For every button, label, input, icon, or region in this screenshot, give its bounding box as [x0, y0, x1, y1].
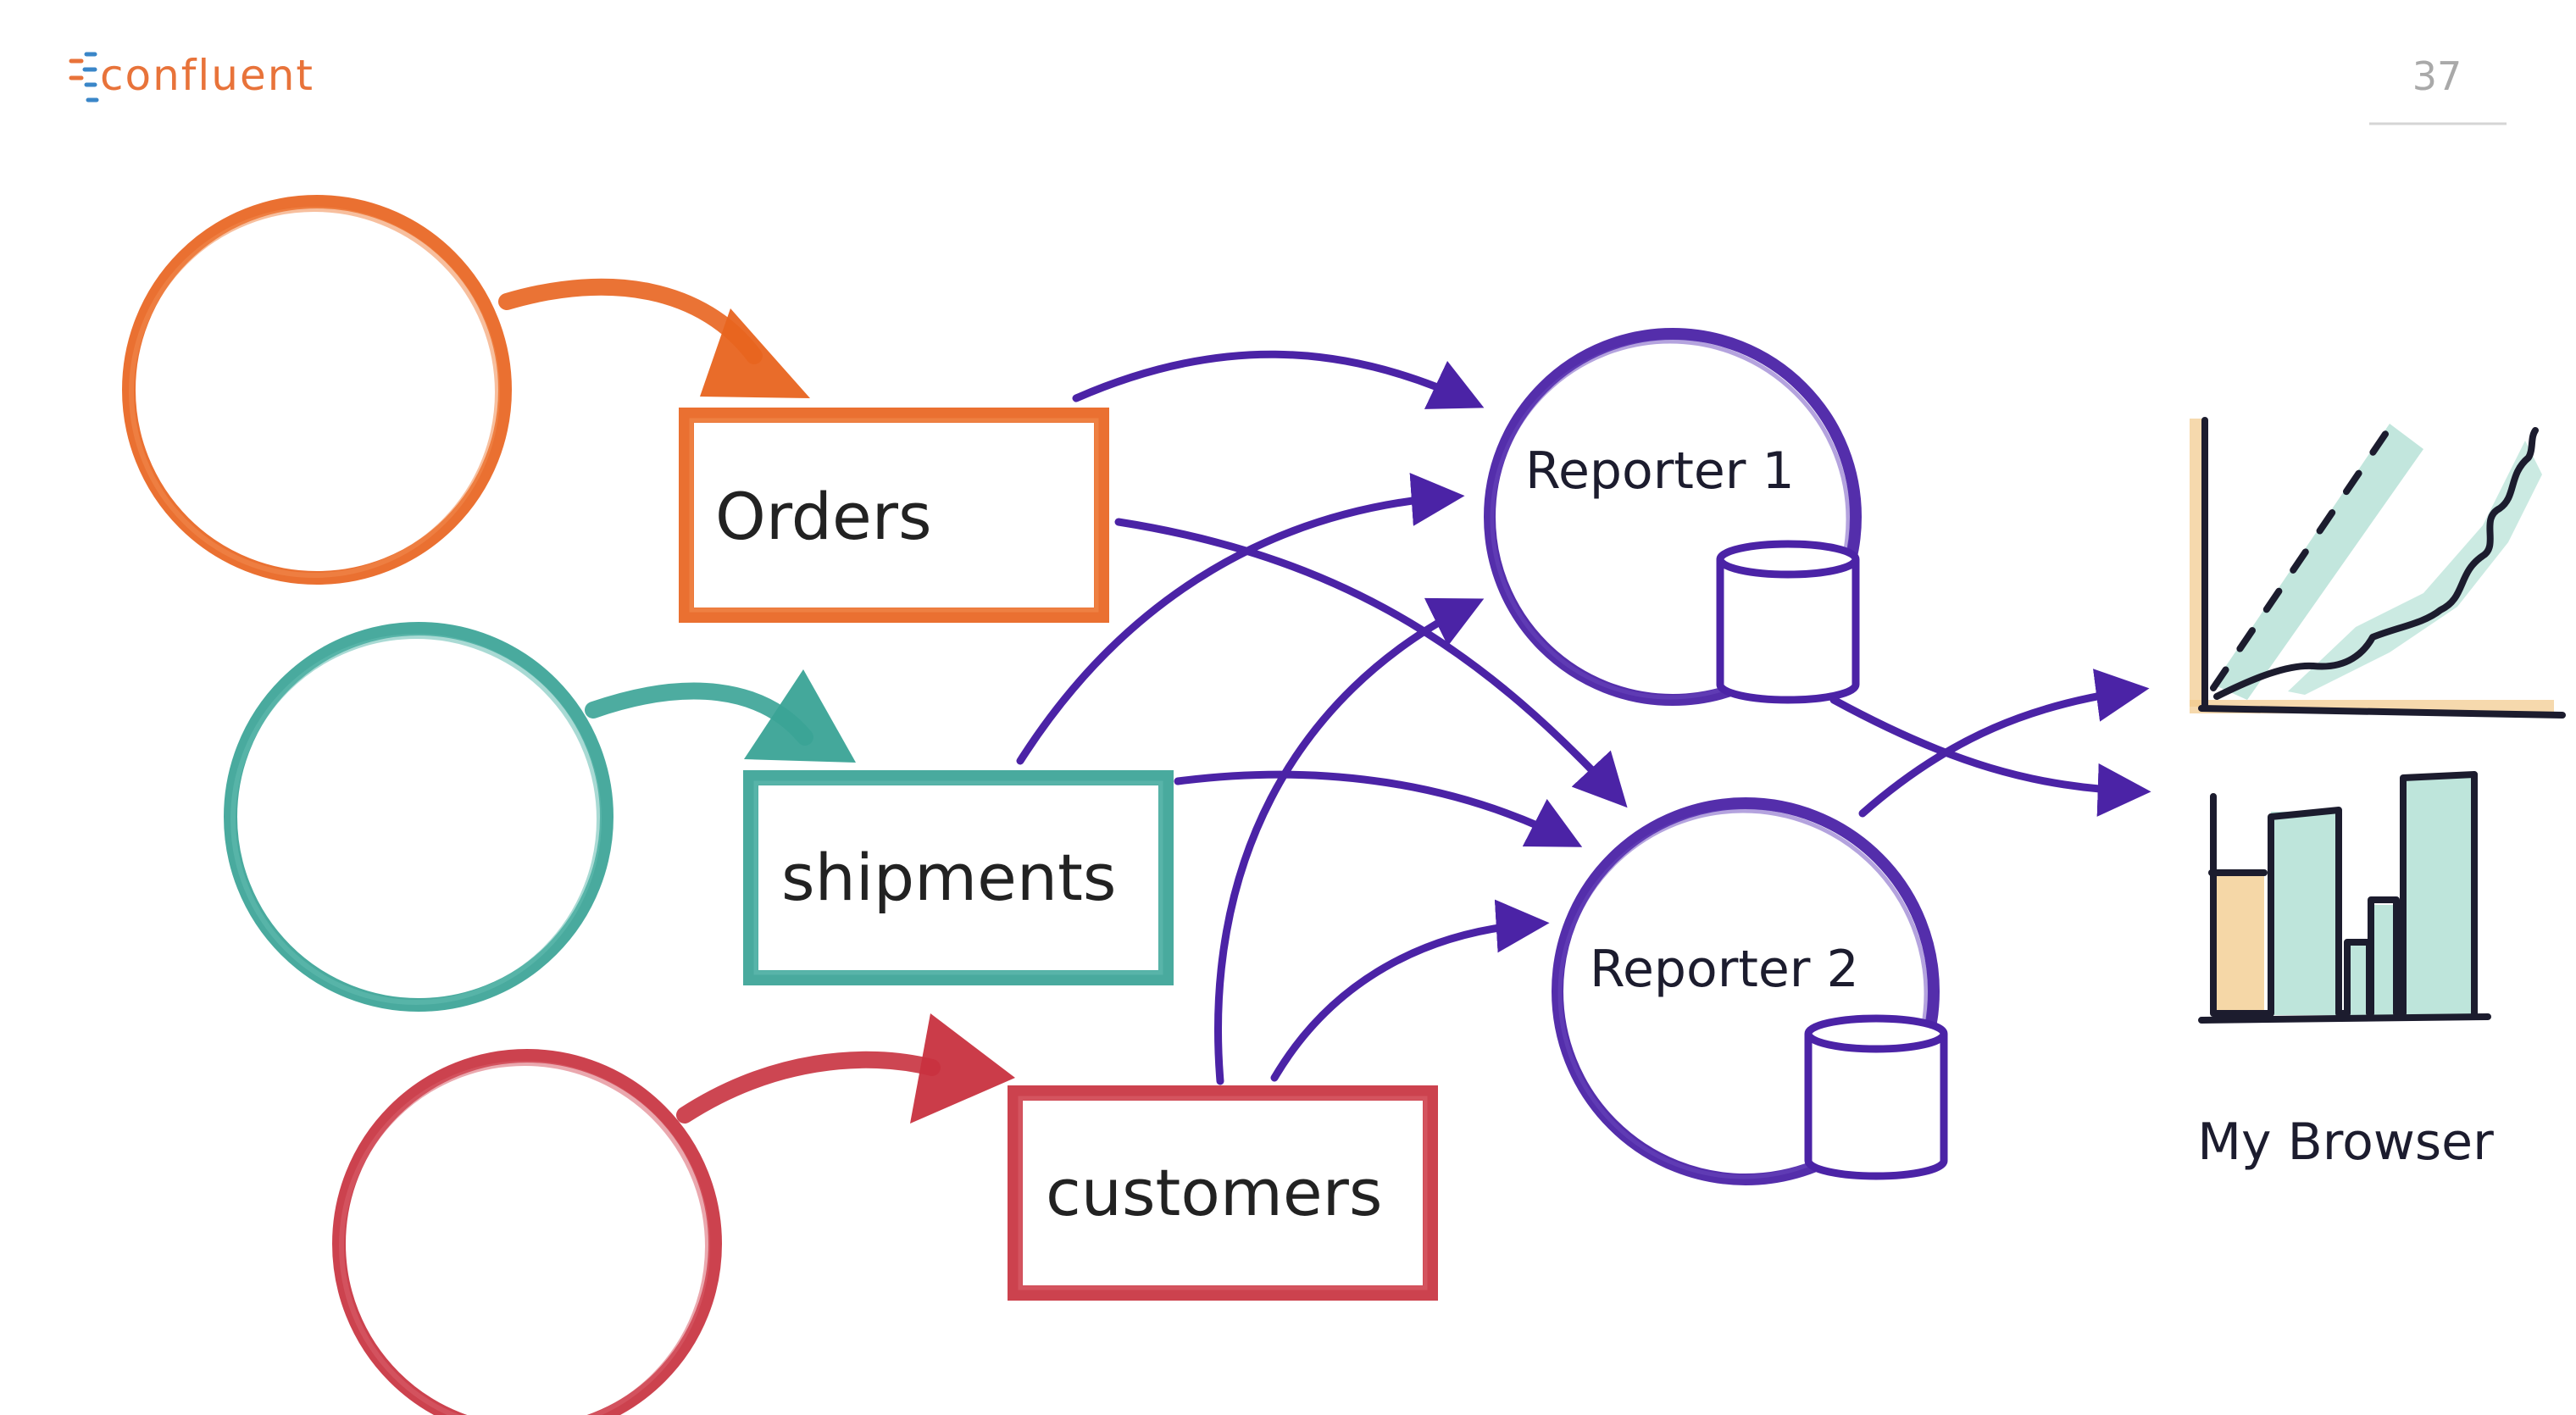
topic-orders-box: Orders [679, 408, 1109, 623]
page-number: 37 [2412, 53, 2462, 99]
customers-to-reporter-1-arrow [1214, 597, 1485, 1085]
browser-bar-chart-icon [2198, 771, 2491, 1024]
customers-producer-arrow [676, 1013, 1015, 1124]
reporter-1-store-icon [1716, 540, 1860, 704]
logo-text: confluent [100, 51, 314, 100]
browser-line-chart-icon [2190, 417, 2566, 719]
reporter-2-label: Reporter 2 [1590, 940, 1859, 999]
source-customers-circle [332, 1049, 722, 1415]
source-shipments-circle [224, 622, 613, 1012]
shipments-to-reporter-1-arrow [1016, 473, 1465, 765]
topic-shipments-label: shipments [781, 840, 1116, 915]
reporter-2-node: Reporter 2 [1552, 797, 1948, 1185]
stream-arrows [1016, 350, 1628, 1085]
topic-customers-box: customers [1008, 1085, 1438, 1301]
orders-to-reporter-2-arrow [1114, 518, 1628, 808]
reporter-1-node: Reporter 1 [1484, 328, 1862, 706]
topic-shipments-box: shipments [743, 770, 1174, 985]
browser-label: My Browser [2197, 1113, 2494, 1172]
topic-customers-label: customers [1046, 1155, 1382, 1230]
shipments-producer-arrow [585, 669, 856, 763]
browser-arrows [1829, 669, 2151, 818]
shipments-to-reporter-2-arrow [1174, 770, 1583, 847]
reporter-1-to-browser-arrow [1829, 696, 2151, 817]
confluent-logo: confluent [69, 51, 314, 103]
orders-producer-arrow [498, 278, 810, 398]
topic-orders-label: Orders [715, 479, 932, 554]
source-orders-circle [122, 195, 512, 585]
orders-to-reporter-1-arrow [1072, 350, 1485, 409]
reporter-2-to-browser-arrow [1858, 669, 2150, 818]
logo-mark-icon [69, 52, 99, 103]
reporter-1-label: Reporter 1 [1525, 441, 1795, 501]
reporter-2-store-icon [1804, 1014, 1948, 1180]
customers-to-reporter-2-arrow [1270, 899, 1550, 1082]
